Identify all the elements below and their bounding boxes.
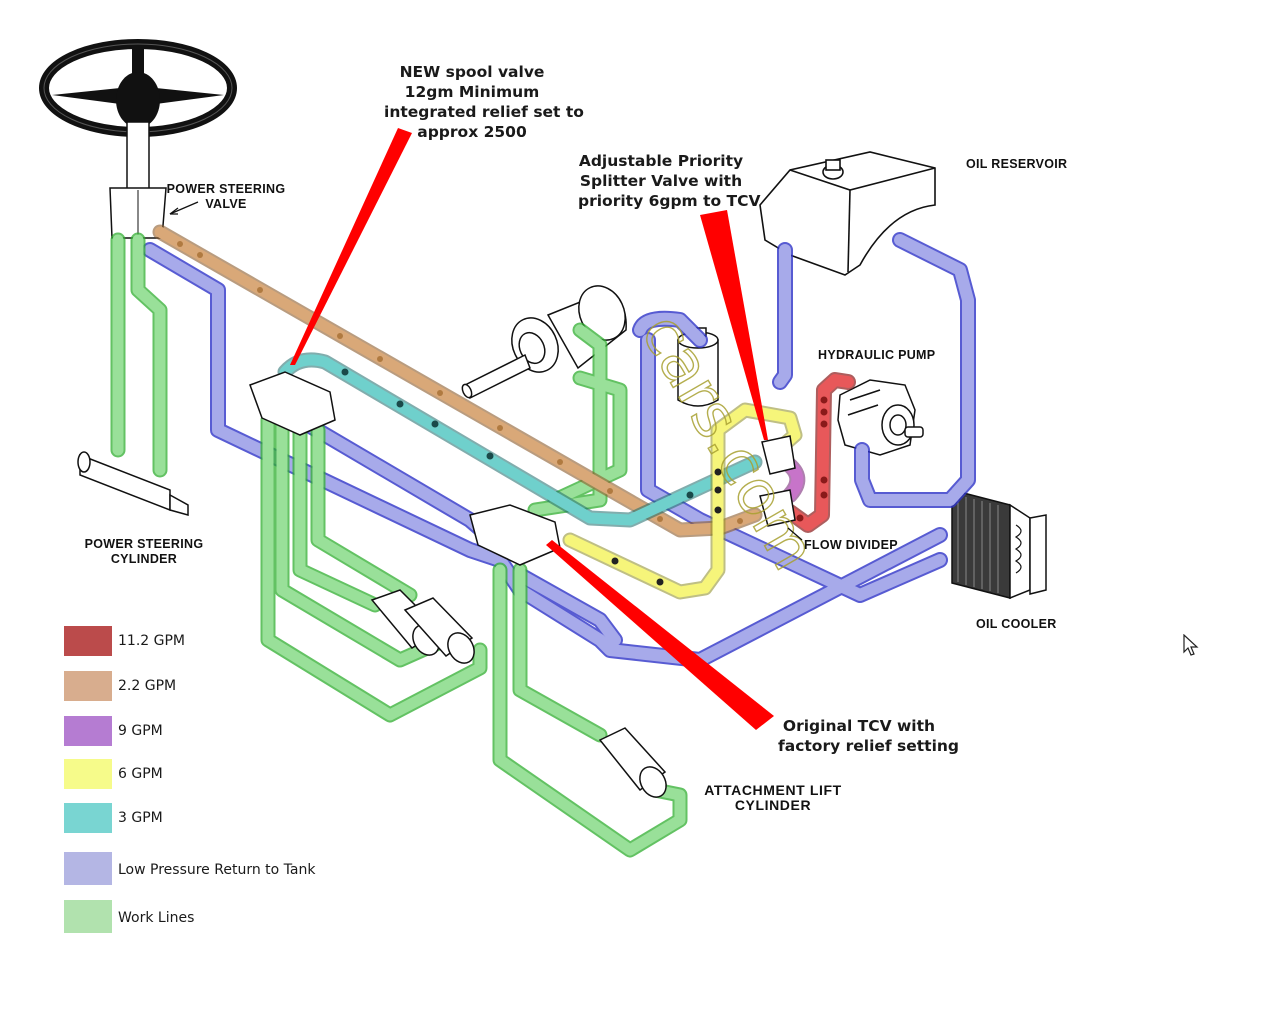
callout-spool-valve: NEW spool valve 12gm Minimum integrated …: [384, 63, 584, 141]
pointer-tcv: [546, 540, 774, 730]
legend-swatch: [64, 803, 112, 833]
legend-item-11-2-gpm: 11.2 GPM: [62, 626, 362, 660]
label-attachment-lift-cylinder: ATTACHMENT LIFT CYLINDER: [704, 782, 842, 813]
tan-2-2-gpm-line: [152, 224, 763, 538]
mouse-cursor-icon: [1183, 634, 1199, 656]
legend-item-2-2-gpm: 2.2 GPM: [62, 671, 362, 705]
pointer-splitter-valve: [700, 210, 768, 440]
legend-label: 9 GPM: [118, 723, 163, 739]
power-steering-cylinder-icon: [77, 451, 189, 516]
legend-swatch: [64, 626, 112, 656]
motor-icon: [461, 285, 627, 400]
return-lines: [142, 232, 976, 668]
legend-item-6-gpm: 6 GPM: [62, 759, 362, 793]
oil-reservoir-icon: [759, 151, 936, 276]
legend-label: Low Pressure Return to Tank: [118, 862, 316, 878]
legend-item-9-gpm: 9 GPM: [62, 716, 362, 750]
label-power-steering-cylinder: POWER STEERING CYLINDER: [84, 537, 204, 566]
label-oil-cooler: OIL COOLER: [976, 617, 1057, 631]
steering-wheel-icon: [39, 39, 237, 239]
legend-label: 11.2 GPM: [118, 633, 185, 649]
legend-swatch: [64, 852, 112, 885]
legend-label: 3 GPM: [118, 810, 163, 826]
spool-valve-block: [249, 371, 336, 436]
red-11-2-gpm-line: [782, 372, 856, 533]
flow-divider-block: [759, 489, 796, 527]
label-hydraulic-pump: HYDRAULIC PUMP: [818, 348, 936, 362]
actuator-cylinders: [370, 589, 667, 798]
legend-swatch: [64, 671, 112, 701]
legend-item-low-pressure-return: Low Pressure Return to Tank: [62, 852, 362, 886]
legend-item-work-lines: Work Lines: [62, 900, 362, 934]
legend-swatch: [64, 900, 112, 933]
splitter-upper-block: [761, 435, 796, 475]
legend-swatch: [64, 759, 112, 789]
legend-swatch: [64, 716, 112, 746]
label-power-steering-valve: POWER STEERING VALVE: [166, 182, 286, 211]
legend-item-3-gpm: 3 GPM: [62, 803, 362, 837]
cyan-3-gpm-line: [277, 352, 763, 528]
callout-pointers: [290, 128, 774, 730]
pointer-spool-valve: [290, 128, 412, 365]
valve-blocks: [249, 371, 796, 566]
label-flow-divider: FLOW DIVIDEP: [804, 538, 898, 552]
legend-label: Work Lines: [118, 910, 195, 926]
callout-tcv: Original TCV with factory relief setting: [778, 717, 960, 755]
legend-label: 2.2 GPM: [118, 678, 177, 694]
label-leader-arrows: [169, 201, 803, 541]
oil-cooler-icon: [951, 489, 1047, 600]
label-oil-reservoir: OIL RESERVOIR: [966, 157, 1068, 171]
legend-label: 6 GPM: [118, 766, 163, 782]
callout-splitter-valve: Adjustable Priority Splitter Valve with …: [578, 152, 761, 210]
hydraulic-pump-icon: [837, 379, 924, 456]
yellow-6-gpm-line: [562, 402, 803, 600]
